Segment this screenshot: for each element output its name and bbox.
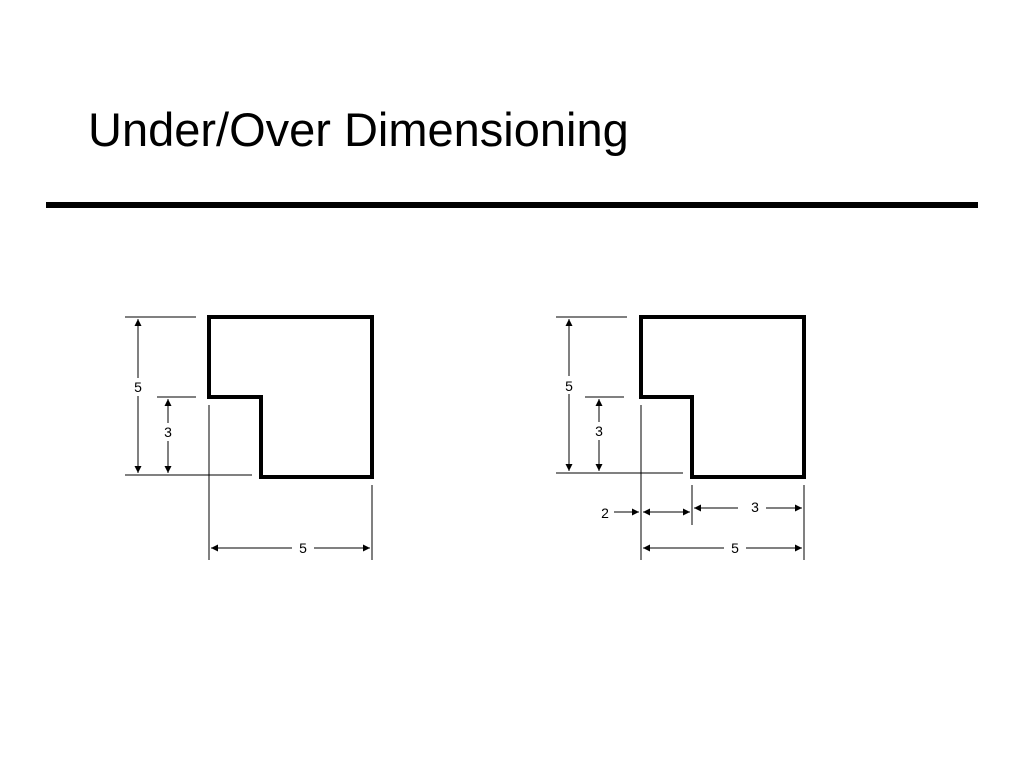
- left-drawing: 5 3 5: [125, 315, 374, 560]
- left-dim-step-height: 3: [164, 424, 172, 440]
- left-dim-overall-height: 5: [134, 379, 142, 395]
- right-dim-bottom-width: 3: [751, 499, 759, 515]
- right-dim-overall-height: 5: [565, 378, 573, 394]
- right-drawing: 5 3 2 3 5: [556, 315, 806, 560]
- right-part-outline: [639, 315, 806, 479]
- title-divider: [46, 202, 978, 208]
- right-dim-step-width: 2: [601, 505, 609, 521]
- left-dim-overall-width: 5: [299, 540, 307, 556]
- right-dim-step-height: 3: [595, 423, 603, 439]
- left-part-outline: [207, 315, 374, 479]
- right-dim-overall-width: 5: [731, 540, 739, 556]
- slide-title: Under/Over Dimensioning: [88, 103, 629, 156]
